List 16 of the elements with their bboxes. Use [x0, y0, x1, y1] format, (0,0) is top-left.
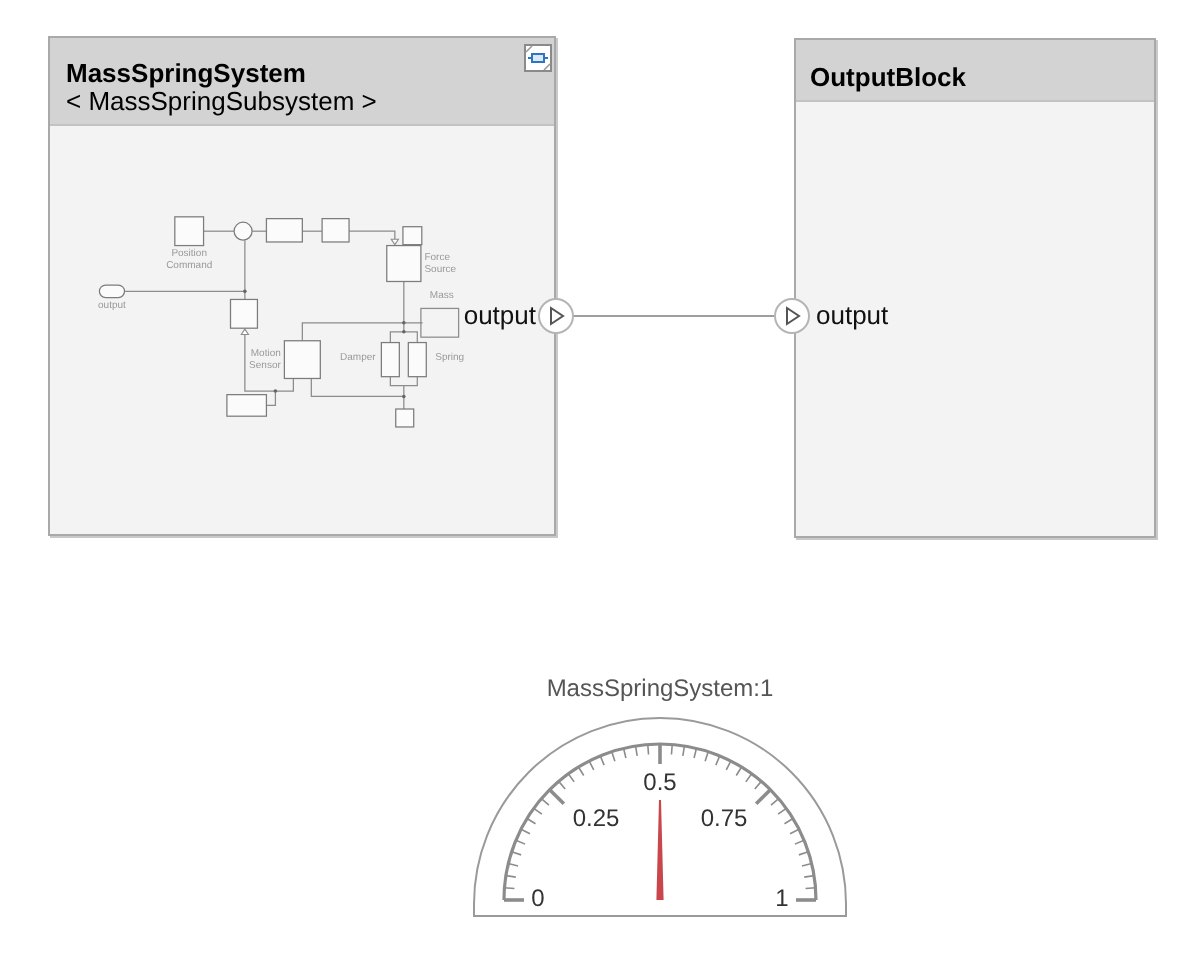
tick-label: 0 — [531, 884, 545, 912]
port-label: output — [463, 300, 536, 332]
tick-label: 0.5 — [643, 768, 677, 796]
block-subtitle: < MassSpringSubsystem > — [66, 88, 377, 116]
block-box — [794, 38, 1156, 538]
port-label: output — [816, 300, 889, 332]
block-title: OutputBlock — [810, 64, 966, 92]
tick-label: 0.75 — [700, 804, 748, 832]
gauge-title: MassSpringSystem:1 — [546, 672, 774, 704]
port-icon — [538, 298, 574, 334]
tick-label: 0.25 — [572, 804, 620, 832]
tick-label: 1 — [775, 884, 789, 912]
connector-line — [573, 315, 775, 317]
block-box — [48, 36, 556, 536]
port-icon — [774, 298, 810, 334]
block-title: MassSpringSystem — [66, 60, 306, 88]
